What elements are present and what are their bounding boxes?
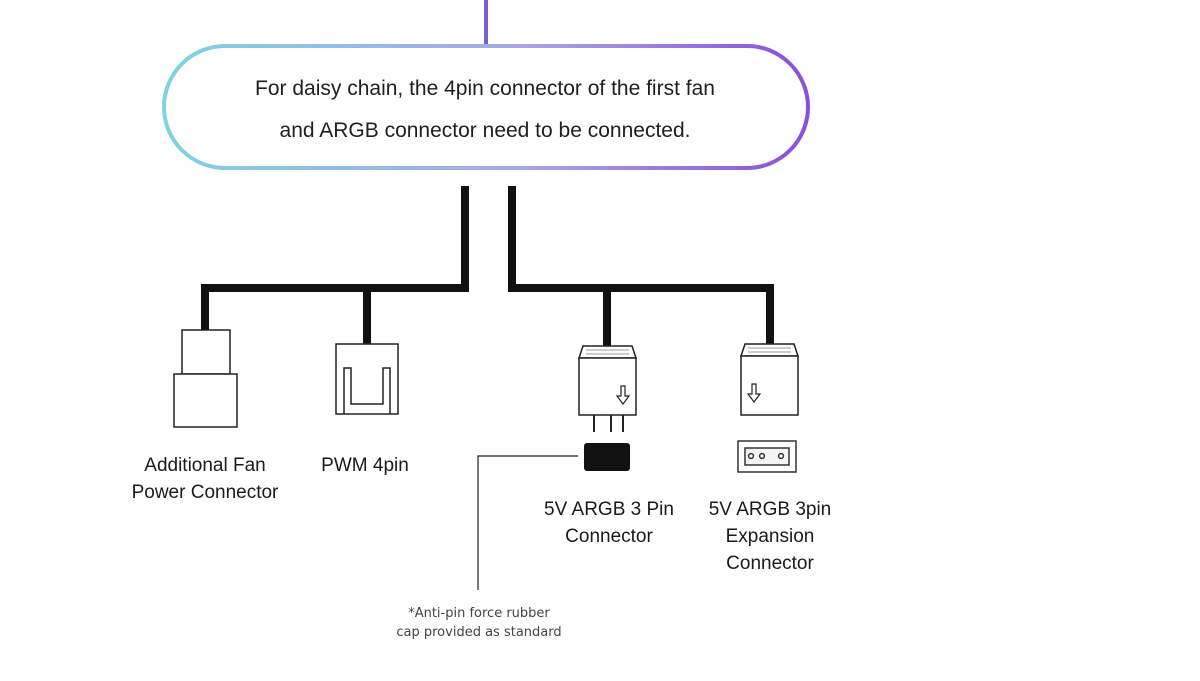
argb-expansion-caption-line-1: 5V ARGB 3pin bbox=[708, 499, 832, 520]
argb-expansion-caption: 5V ARGB 3pin Expansion Connector bbox=[684, 496, 856, 577]
info-bubble bbox=[162, 44, 810, 170]
argb-expansion-connector-icon bbox=[739, 343, 800, 416]
right-cable bbox=[508, 186, 774, 350]
pwm-connector-icon bbox=[335, 343, 399, 415]
argb-expansion-socket-icon bbox=[737, 440, 797, 473]
note-line-2: cap provided as standard bbox=[396, 625, 562, 640]
argb-3pin-connector-icon bbox=[577, 345, 638, 432]
bubble-line-2: and ARGB connector need to be connected. bbox=[279, 119, 691, 142]
argb-3pin-caption-line-1: 5V ARGB 3 Pin bbox=[544, 499, 674, 520]
bubble-line-1: For daisy chain, the 4pin connector of t… bbox=[255, 77, 715, 100]
note-pointer-line bbox=[477, 455, 578, 590]
argb-3pin-caption-line-2: Connector bbox=[565, 526, 653, 547]
fan-power-connector-icon bbox=[173, 329, 238, 428]
bubble-message: For daisy chain, the 4pin connector of t… bbox=[180, 68, 790, 152]
left-cable bbox=[201, 186, 469, 348]
argb-3pin-caption: 5V ARGB 3 Pin Connector bbox=[520, 496, 698, 550]
fan-power-caption-line-1: Additional Fan bbox=[144, 455, 266, 476]
argb-expansion-caption-line-2: Expansion bbox=[725, 526, 815, 547]
fan-power-caption: Additional Fan Power Connector bbox=[110, 452, 300, 506]
rubber-cap-note: *Anti-pin force rubber cap provided as s… bbox=[368, 604, 590, 642]
pwm-caption-line-1: PWM 4pin bbox=[321, 455, 409, 476]
argb-expansion-caption-line-3: Connector bbox=[726, 553, 814, 574]
fan-power-caption-line-2: Power Connector bbox=[131, 482, 279, 503]
note-line-1: *Anti-pin force rubber bbox=[408, 606, 550, 621]
pwm-caption: PWM 4pin bbox=[300, 452, 430, 479]
rubber-cap-icon bbox=[584, 443, 630, 471]
